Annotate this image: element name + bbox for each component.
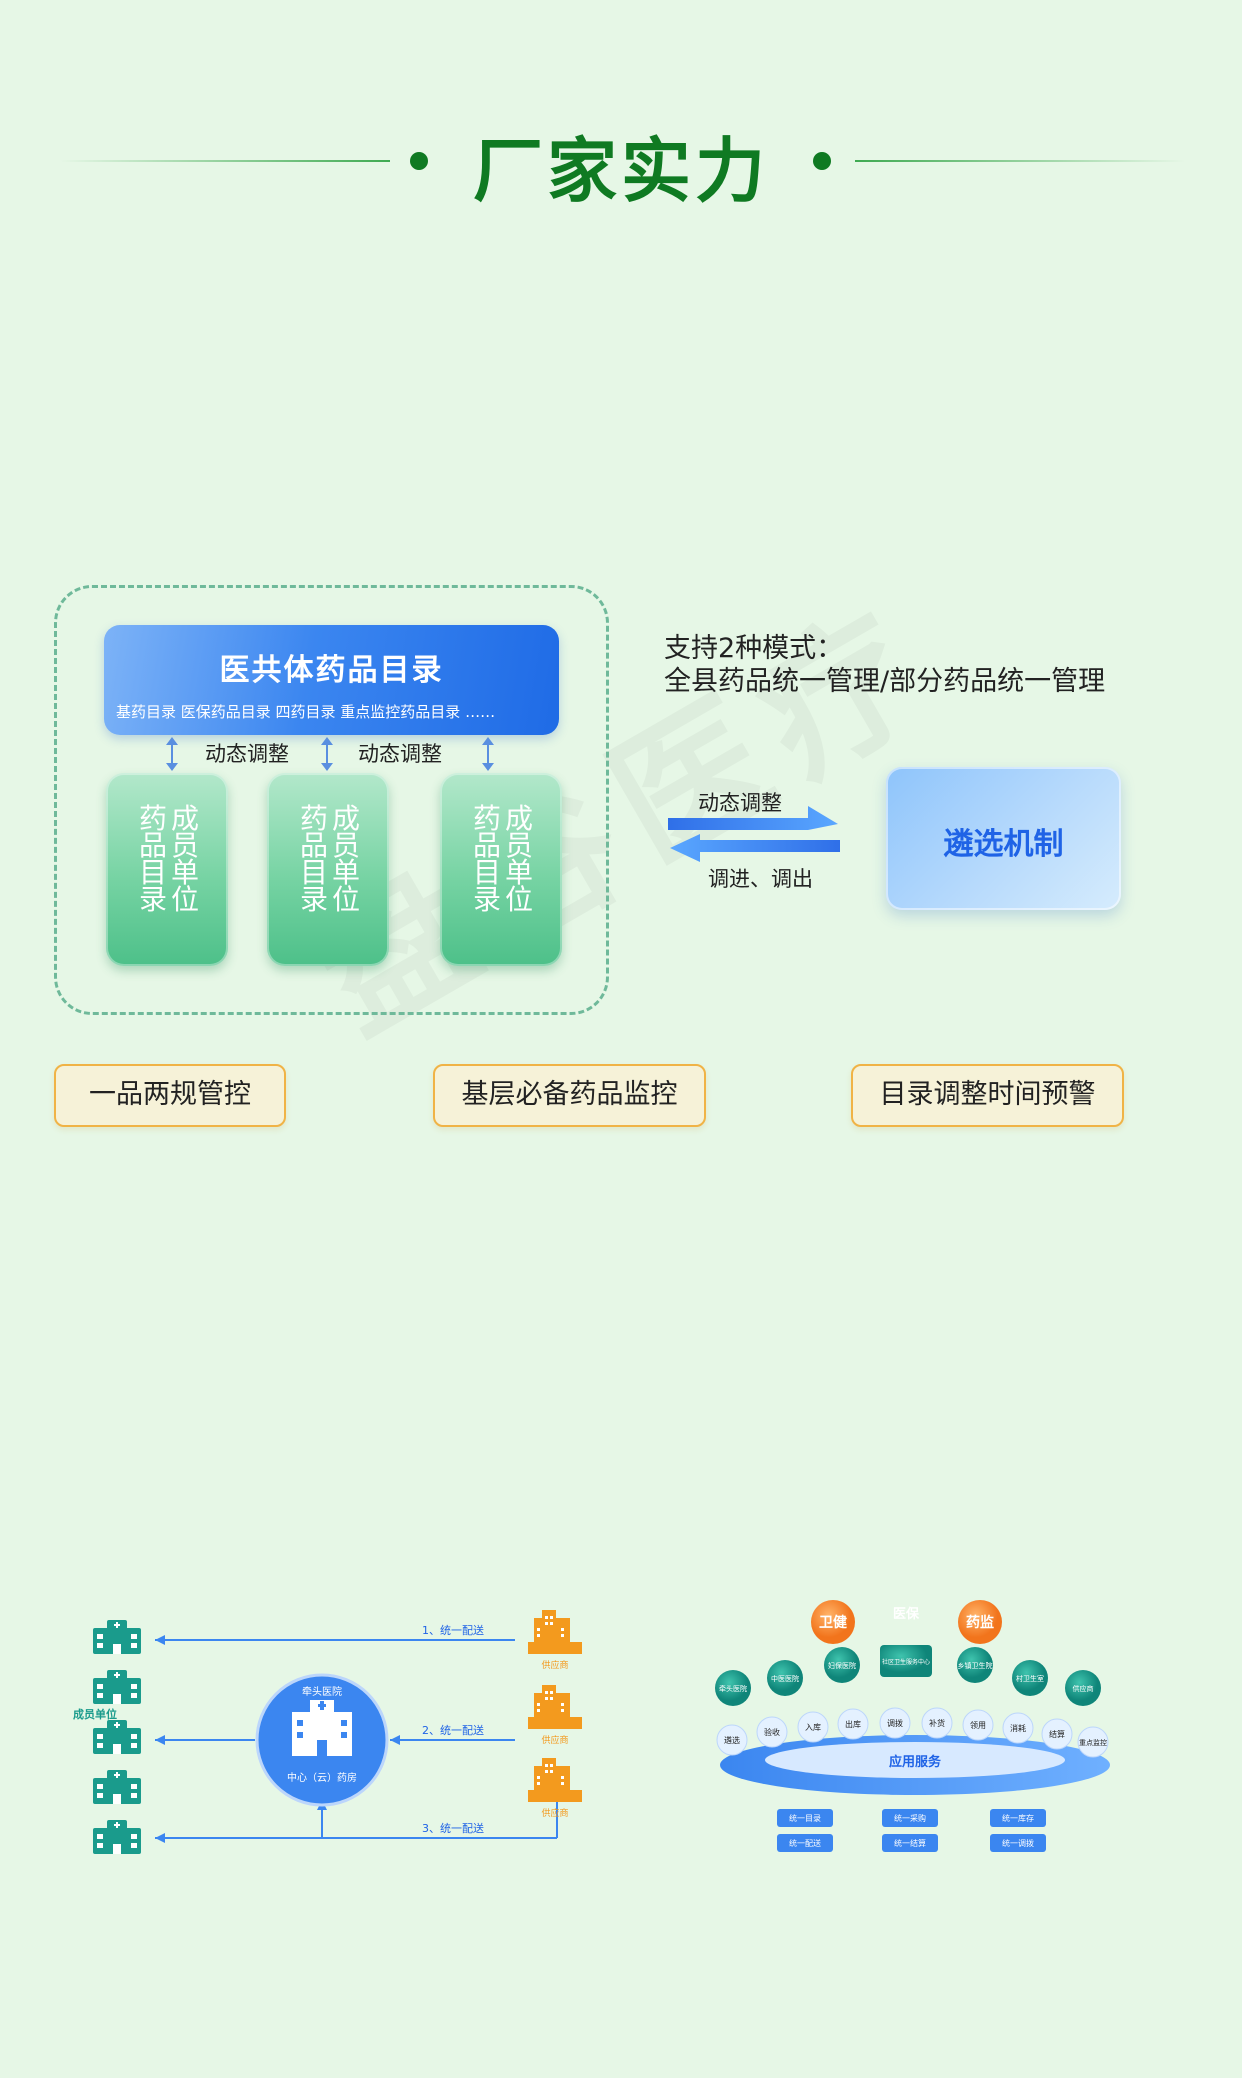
org-node-2: 中医医院 bbox=[771, 1674, 799, 1683]
title-divider-left bbox=[60, 160, 390, 162]
route-label-3: 3、统一配送 bbox=[422, 1821, 484, 1835]
process-node-8: 消耗 bbox=[1010, 1723, 1026, 1733]
member-catalog-card-2: 药品目录 成员单位 bbox=[267, 773, 389, 966]
process-node-3: 入库 bbox=[805, 1722, 821, 1732]
process-node-4: 出库 bbox=[845, 1719, 861, 1729]
process-node-10: 重点监控 bbox=[1079, 1738, 1107, 1747]
page-title: 厂家实力 bbox=[473, 130, 769, 212]
catalog-header: 医共体药品目录 基药目录 医保药品目录 四药目录 重点监控药品目录 …… bbox=[104, 625, 559, 735]
selection-mechanism-box: 遴选机制 bbox=[886, 767, 1121, 910]
application-services-diagram: 卫健 医保 药监 牵头医院 中医医院 妇保医院 社区卫生服务中心 乡镇卫生院 村… bbox=[715, 1600, 1110, 1852]
ring-label: 应用服务 bbox=[889, 1754, 942, 1770]
route-label-2: 2、统一配送 bbox=[422, 1723, 484, 1737]
member-card-text-left: 药品目录 bbox=[138, 802, 167, 916]
unify-button-1: 统一目录 bbox=[789, 1813, 821, 1823]
member-units-label: 成员单位 bbox=[73, 1707, 117, 1721]
adjust-label-1: 动态调整 bbox=[205, 742, 289, 766]
title-divider-right bbox=[855, 160, 1185, 162]
unify-button-6: 统一调拨 bbox=[1002, 1838, 1034, 1848]
member-catalog-card-1: 药品目录 成员单位 bbox=[106, 773, 228, 966]
catalog-title: 医共体药品目录 bbox=[219, 653, 444, 688]
org-node-6: 村卫生室 bbox=[1016, 1674, 1044, 1683]
feature-badge-3: 目录调整时间预警 bbox=[851, 1064, 1124, 1127]
feature-badge-1: 一品两规管控 bbox=[54, 1064, 286, 1127]
updown-arrow-icon bbox=[166, 737, 178, 771]
supplier-label-2: 供应商 bbox=[541, 1734, 568, 1746]
mode-description: 支持2种模式： 全县药品统一管理/部分药品统一管理 bbox=[664, 632, 1105, 698]
catalog-container bbox=[54, 585, 609, 1015]
process-node-6: 补货 bbox=[929, 1718, 945, 1728]
unify-button-5: 统一结算 bbox=[894, 1838, 926, 1848]
hub-bottom-label: 中心（云）药房 bbox=[287, 1771, 357, 1784]
feature-badge-2: 基层必备药品监控 bbox=[433, 1064, 706, 1127]
exchange-arrows-icon bbox=[668, 806, 840, 862]
process-node-9: 结算 bbox=[1049, 1729, 1065, 1739]
member-catalog-card-3: 药品目录 成员单位 bbox=[440, 773, 562, 966]
supplier-label-1: 供应商 bbox=[541, 1659, 568, 1671]
supplier-label-3: 供应商 bbox=[541, 1807, 568, 1819]
process-node-5: 调拨 bbox=[887, 1718, 903, 1728]
flow-bottom-label: 调进、调出 bbox=[708, 867, 813, 891]
org-node-4: 社区卫生服务中心 bbox=[882, 1658, 930, 1666]
org-node-1: 牵头医院 bbox=[719, 1684, 747, 1693]
process-node-7: 领用 bbox=[970, 1720, 986, 1730]
title-dot-right bbox=[813, 152, 831, 170]
updown-arrow-icon bbox=[321, 737, 333, 771]
org-node-3: 妇保医院 bbox=[828, 1661, 856, 1670]
member-card-text-left: 药品目录 bbox=[472, 802, 501, 916]
mode-line-2: 全县药品统一管理/部分药品统一管理 bbox=[664, 666, 1106, 697]
selection-mechanism-label: 遴选机制 bbox=[943, 827, 1064, 862]
member-card-text-right: 成员单位 bbox=[170, 802, 199, 916]
route-label-1: 1、统一配送 bbox=[422, 1623, 484, 1637]
hub-top-label: 牵头医院 bbox=[302, 1685, 342, 1698]
unify-button-3: 统一库存 bbox=[1002, 1813, 1034, 1823]
node-yibao: 医保 bbox=[893, 1606, 920, 1622]
node-yaojian: 药监 bbox=[966, 1614, 994, 1631]
updown-arrow-icon bbox=[482, 737, 494, 771]
adjust-label-2: 动态调整 bbox=[358, 742, 442, 766]
process-node-2: 验收 bbox=[764, 1727, 780, 1737]
title-dot-left bbox=[410, 152, 428, 170]
process-node-1: 遴选 bbox=[724, 1735, 740, 1745]
member-card-text-right: 成员单位 bbox=[504, 802, 533, 916]
org-node-5: 乡镇卫生院 bbox=[958, 1661, 993, 1670]
flow-top-label: 动态调整 bbox=[698, 791, 782, 815]
member-card-text-right: 成员单位 bbox=[331, 802, 360, 916]
mode-line-1: 支持2种模式： bbox=[664, 633, 844, 664]
unify-button-2: 统一采购 bbox=[894, 1813, 926, 1823]
member-card-text-left: 药品目录 bbox=[299, 802, 328, 916]
distribution-diagram: 成员单位 1、统一配送 2、统一配送 3、统一配送 牵头医院 中心（云）药房 供… bbox=[73, 1610, 582, 1854]
catalog-subtitle: 基药目录 医保药品目录 四药目录 重点监控药品目录 …… bbox=[116, 703, 496, 721]
unify-button-4: 统一配送 bbox=[789, 1838, 821, 1848]
node-weijian: 卫健 bbox=[819, 1614, 847, 1631]
org-node-7: 供应商 bbox=[1073, 1684, 1094, 1693]
